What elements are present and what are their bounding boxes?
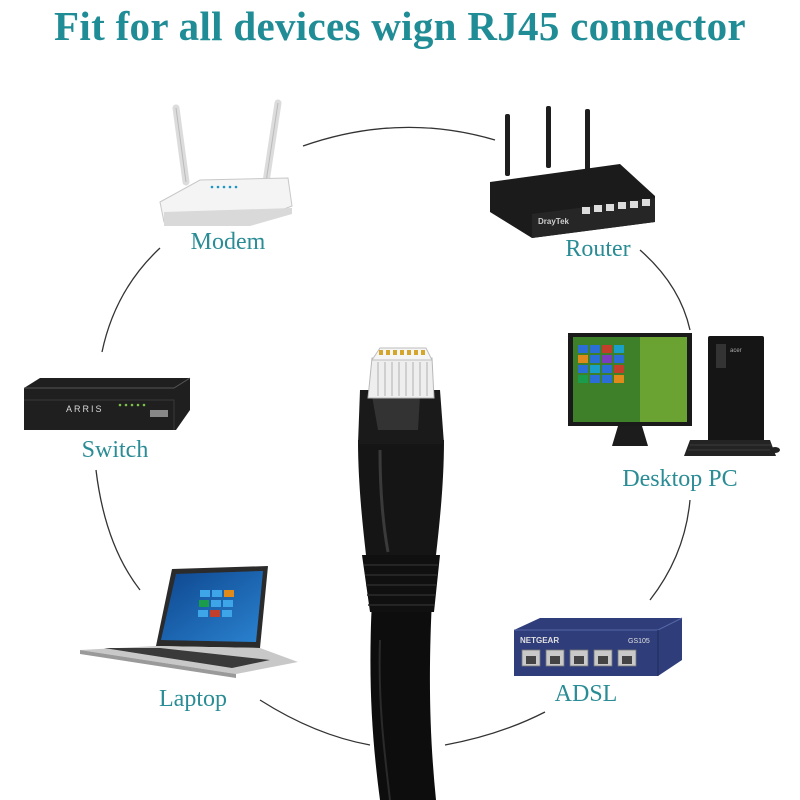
device-label-switch: Switch xyxy=(81,437,149,463)
device-label-adsl: ADSL xyxy=(554,681,618,707)
device-label-router: Router xyxy=(565,236,631,262)
switch-brand: ARRIS xyxy=(66,404,104,414)
adsl-image: NETGEAR GS105 xyxy=(514,617,683,676)
adsl-brand: NETGEAR xyxy=(520,636,559,645)
desktop-pc-image: acer xyxy=(568,333,780,456)
router-image: DrayTek xyxy=(490,106,655,238)
page-title: Fit for all devices wign RJ45 connector xyxy=(54,3,746,49)
device-label-laptop: Laptop xyxy=(159,686,227,712)
modem-image xyxy=(159,99,293,226)
device-label-modem: Modem xyxy=(190,229,266,255)
switch-image: ARRIS xyxy=(24,377,191,430)
adsl-model: GS105 xyxy=(628,638,650,645)
laptop-image xyxy=(80,566,298,678)
router-brand: DrayTek xyxy=(538,217,570,226)
rj45-cable-image xyxy=(358,347,444,800)
device-label-desktop-pc: Desktop PC xyxy=(622,466,738,492)
pc-brand: acer xyxy=(730,348,742,354)
connection-circle xyxy=(95,126,691,746)
